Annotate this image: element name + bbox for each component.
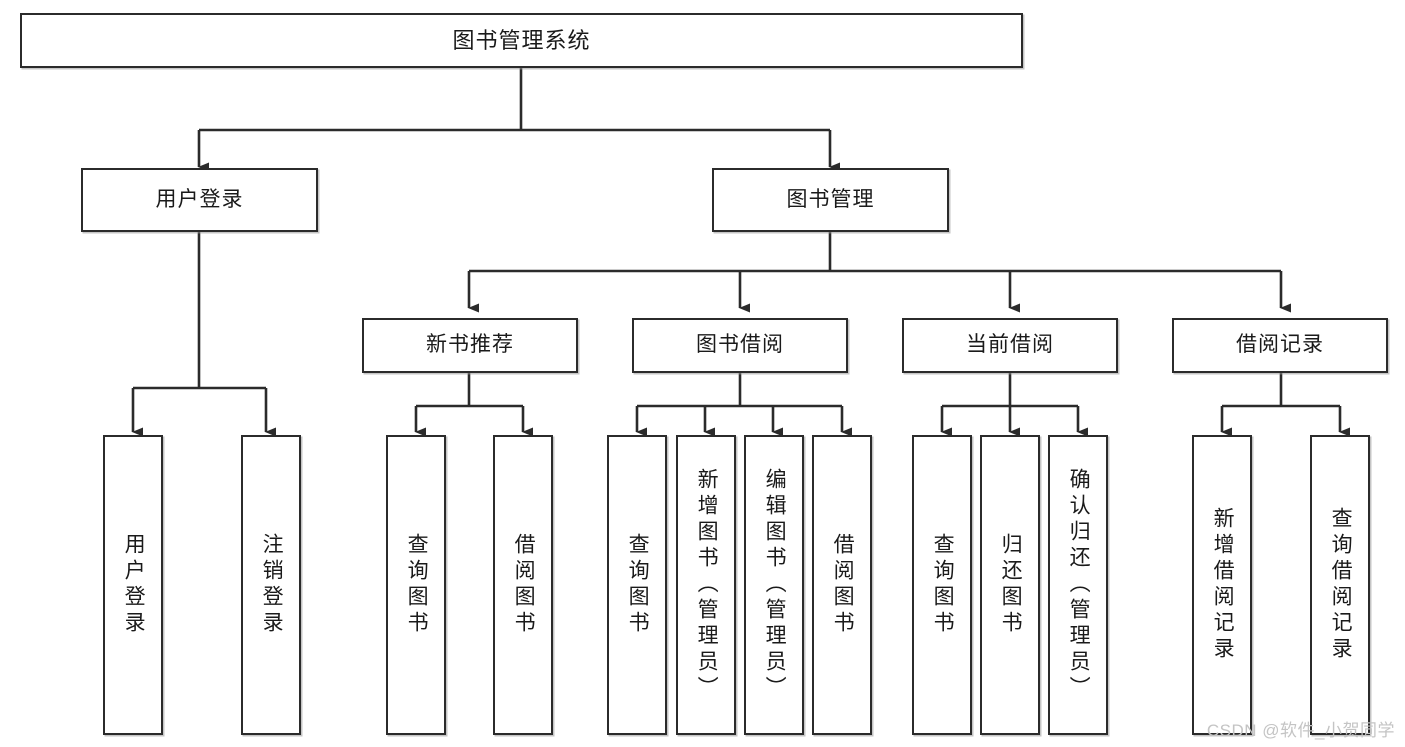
edges-borrow-record-to-leaves bbox=[1220, 373, 1350, 437]
node-book-borrowing[interactable]: 图书借阅 bbox=[632, 318, 848, 373]
node-book-management[interactable]: 图书管理 bbox=[712, 168, 949, 232]
node-label: 当前借阅 bbox=[966, 333, 1054, 357]
leaf-user-login-login[interactable]: 用户登录 bbox=[103, 435, 163, 735]
node-label: 确认归还（管理员） bbox=[1067, 468, 1091, 702]
leaf-book-borrow-query[interactable]: 查询图书 bbox=[607, 435, 667, 735]
leaf-book-borrow-add-admin[interactable]: 新增图书（管理员） bbox=[676, 435, 736, 735]
node-label: 图书管理 bbox=[786, 187, 875, 211]
node-label: 查询借阅记录 bbox=[1329, 507, 1353, 663]
leaf-book-borrow-edit-admin[interactable]: 编辑图书（管理员） bbox=[744, 435, 804, 735]
node-label: 新增图书（管理员） bbox=[695, 468, 719, 702]
edges-current-borrow-to-leaves bbox=[940, 373, 1088, 437]
leaf-book-borrow-borrow[interactable]: 借阅图书 bbox=[812, 435, 872, 735]
node-label: 用户登录 bbox=[155, 187, 244, 211]
node-label: 注销登录 bbox=[260, 533, 284, 637]
node-new-book-recommendation[interactable]: 新书推荐 bbox=[362, 318, 578, 373]
leaf-new-book-borrow[interactable]: 借阅图书 bbox=[493, 435, 553, 735]
node-label: 图书借阅 bbox=[696, 333, 784, 357]
node-user-login[interactable]: 用户登录 bbox=[81, 168, 318, 232]
node-label: 查询图书 bbox=[405, 533, 429, 637]
leaf-borrow-record-query[interactable]: 查询借阅记录 bbox=[1310, 435, 1370, 735]
edges-book-borrow-to-leaves bbox=[635, 373, 852, 437]
node-label: 新增借阅记录 bbox=[1211, 507, 1235, 663]
leaf-current-borrow-confirm-return-admin[interactable]: 确认归还（管理员） bbox=[1048, 435, 1108, 735]
edges-new-book-recommend-to-leaves bbox=[414, 373, 533, 437]
node-label: 借阅图书 bbox=[831, 533, 855, 637]
node-label: 编辑图书（管理员） bbox=[763, 468, 787, 702]
leaf-current-borrow-return[interactable]: 归还图书 bbox=[980, 435, 1040, 735]
edges-booksmanage-to-level3 bbox=[467, 232, 1291, 313]
leaf-current-borrow-query[interactable]: 查询图书 bbox=[912, 435, 972, 735]
node-borrowing-record[interactable]: 借阅记录 bbox=[1172, 318, 1388, 373]
node-label: 用户登录 bbox=[122, 533, 146, 637]
node-root-book-management-system[interactable]: 图书管理系统 bbox=[20, 13, 1023, 68]
leaf-new-book-query[interactable]: 查询图书 bbox=[386, 435, 446, 735]
edges-user-login-to-leaves bbox=[131, 232, 276, 437]
node-label: 借阅图书 bbox=[512, 533, 536, 637]
leaf-user-login-logout[interactable]: 注销登录 bbox=[241, 435, 301, 735]
edges-root-to-level2 bbox=[197, 68, 840, 172]
leaf-borrow-record-add[interactable]: 新增借阅记录 bbox=[1192, 435, 1252, 735]
node-label: 归还图书 bbox=[999, 533, 1023, 637]
node-label: 查询图书 bbox=[931, 533, 955, 637]
node-label: 新书推荐 bbox=[426, 333, 514, 357]
node-current-borrowing[interactable]: 当前借阅 bbox=[902, 318, 1118, 373]
node-label: 查询图书 bbox=[626, 533, 650, 637]
node-label: 图书管理系统 bbox=[452, 27, 591, 53]
node-label: 借阅记录 bbox=[1236, 333, 1324, 357]
